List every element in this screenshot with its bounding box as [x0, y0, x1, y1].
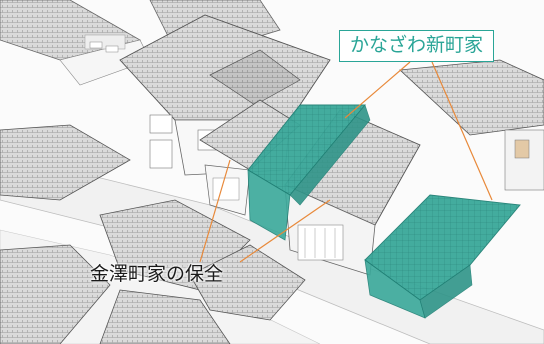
- new-machiya-label: かなざわ新町家: [339, 30, 495, 62]
- leader-lines: [199, 61, 493, 263]
- preserved-houses: [0, 124, 306, 344]
- new-machiya-highlighted: [247, 104, 521, 319]
- preservation-label: 金澤町家の保全: [90, 263, 224, 285]
- house-right-background: [399, 59, 544, 191]
- existing-machiya-row: [199, 99, 421, 276]
